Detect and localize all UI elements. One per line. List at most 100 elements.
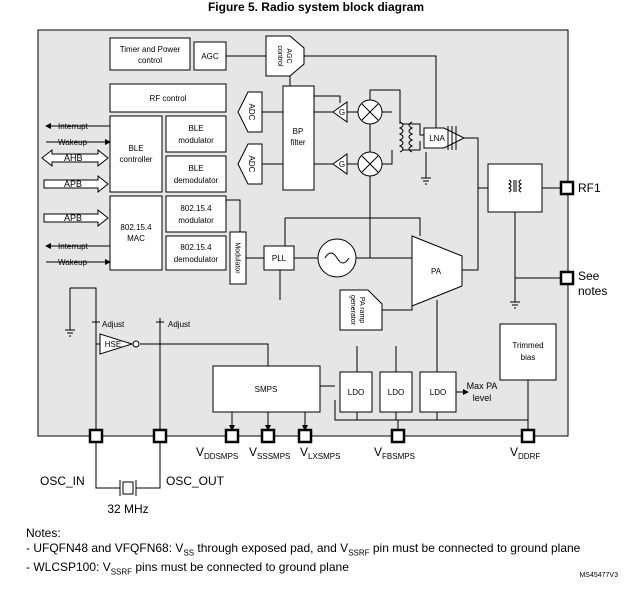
trimmed-bias-label-2: bias: [521, 353, 536, 362]
hse-buffer: [99, 333, 140, 355]
smps-block: [212, 365, 321, 413]
notes-heading: Notes:: [26, 526, 61, 540]
gain-bottom-label: G: [339, 160, 345, 169]
timer-power-label-1: Timer and Power: [120, 45, 181, 54]
note-line-1: - UFQFN48 and VFQFN68: VSS through expos…: [26, 541, 581, 558]
interrupt2-label: Interrupt: [58, 242, 89, 251]
rf-control-label: RF control: [150, 94, 187, 103]
wires: [65, 55, 560, 489]
bp-filter-block: [282, 85, 315, 191]
osc-out-label: OSC_OUT: [166, 474, 225, 488]
pa-block: [411, 235, 463, 307]
ldo1-label: LDO: [348, 388, 364, 397]
interrupt-label: Interrupt: [58, 122, 89, 131]
mac-802154-label-1: 802.15.4: [120, 223, 152, 232]
lna-label: LNA: [429, 134, 445, 143]
mac-802154-block: [109, 195, 163, 271]
ldo2-block: [379, 371, 413, 413]
bp-filter-label-1: BP: [293, 127, 304, 136]
lna-block: [423, 126, 466, 150]
note-line-2: - WLCSP100: VSSRF pins must be connected…: [26, 560, 349, 577]
vfbsmps-pin: [390, 428, 406, 444]
demod-802154-block: [165, 235, 227, 271]
gain-top-amp: [332, 101, 348, 123]
crystal-icon: [119, 480, 137, 496]
ble-modulator-label-2: modulator: [178, 136, 214, 145]
max-pa-label-2: level: [473, 393, 492, 403]
bp-filter-label-2: filter: [290, 138, 305, 147]
see-notes-label-2: notes: [578, 284, 607, 298]
pa-label: PA: [431, 267, 442, 276]
adc-bottom-label: ADC: [247, 156, 256, 173]
agc-control-text: AGC control: [276, 45, 292, 66]
ldo3-label: LDO: [430, 388, 446, 397]
vddrf-pin: [520, 428, 536, 444]
pll-block: [263, 245, 295, 271]
mixer-bottom-icon: [357, 151, 383, 177]
demod-802154-label-1: 802.15.4: [180, 243, 212, 252]
ldo2-label: LDO: [388, 388, 404, 397]
mixer-top-icon: [357, 99, 383, 125]
rf-balun-block: [487, 163, 543, 213]
vddrf-label: VDDRF: [510, 445, 540, 461]
smps-label: SMPS: [255, 385, 278, 394]
agc-block: [193, 41, 227, 71]
adc-bottom-block: [237, 143, 263, 185]
svg-text:PA ramp: PA ramp: [358, 297, 365, 323]
adc-top-block: [237, 91, 263, 133]
adjust2-label: Adjust: [168, 320, 191, 329]
svg-text:generator: generator: [349, 295, 356, 326]
trimmed-bias-block: [499, 323, 557, 381]
pa-ramp-text: PA ramp generator: [349, 295, 365, 326]
ahb-bus-arrow: [41, 148, 109, 168]
ble-controller-label-1: BLE: [128, 144, 143, 153]
ldo3-block: [419, 371, 457, 413]
pa-ramp-block: [339, 289, 383, 331]
see-notes-label-1: See: [578, 269, 600, 283]
mod-802154-block: [165, 195, 227, 233]
ble-controller-label-2: controller: [120, 155, 153, 164]
trimmed-bias-label-1: Trimmed: [512, 341, 543, 350]
vco-sine-icon: [317, 238, 357, 278]
demod-802154-label-2: demodulator: [174, 255, 219, 264]
notes-section: Notes: - UFQFN48 and VFQFN68: VSS throug…: [26, 526, 580, 580]
modulator-block: [229, 231, 247, 285]
rx-balun-coil-icon: [398, 121, 414, 153]
gain-bottom-amp: [332, 153, 348, 175]
rf1-label: RF1: [578, 181, 601, 195]
document-code: MS45477V3: [579, 572, 618, 579]
svg-text:control: control: [276, 45, 283, 66]
adc-top-label: ADC: [247, 104, 256, 121]
vddsmps-label: VDDSMPS: [196, 445, 238, 461]
ble-modulator-block: [165, 115, 227, 153]
ble-demodulator-label-1: BLE: [188, 164, 203, 173]
svg-text:AGC: AGC: [285, 48, 292, 63]
vsssmps-label: VSSSMPS: [249, 445, 290, 461]
timer-power-label-2: control: [138, 56, 162, 65]
timer-power-block: [109, 37, 191, 71]
vsssmps-pin: [260, 428, 276, 444]
agc-label: AGC: [201, 52, 219, 61]
wakeup2-label: Wakeup: [58, 258, 88, 267]
wakeup-label: Wakeup: [58, 138, 88, 147]
rf-control-block: [109, 83, 227, 113]
adjust1-label: Adjust: [102, 320, 125, 329]
max-pa-label-1: Max PA: [467, 381, 498, 391]
ble-controller-block: [109, 115, 163, 193]
vlxsmps-pin: [297, 428, 313, 444]
ahb-label: AHB: [64, 153, 83, 163]
ble-modulator-label-1: BLE: [188, 124, 203, 133]
osc-in-pin: [88, 428, 104, 444]
ldo1-block: [339, 371, 373, 413]
vddsmps-pin: [224, 428, 240, 444]
vlxsmps-label: VLXSMPS: [300, 445, 340, 461]
pll-label: PLL: [272, 254, 287, 263]
apb-label: APB: [64, 179, 82, 189]
balun-icon: [507, 179, 523, 193]
apb2-label: APB: [64, 213, 82, 223]
osc-out-pin: [152, 428, 168, 444]
apb2-bus-arrow: [43, 208, 109, 228]
crystal-label: 32 MHz: [107, 502, 148, 516]
osc-in-label: OSC_IN: [40, 474, 85, 488]
